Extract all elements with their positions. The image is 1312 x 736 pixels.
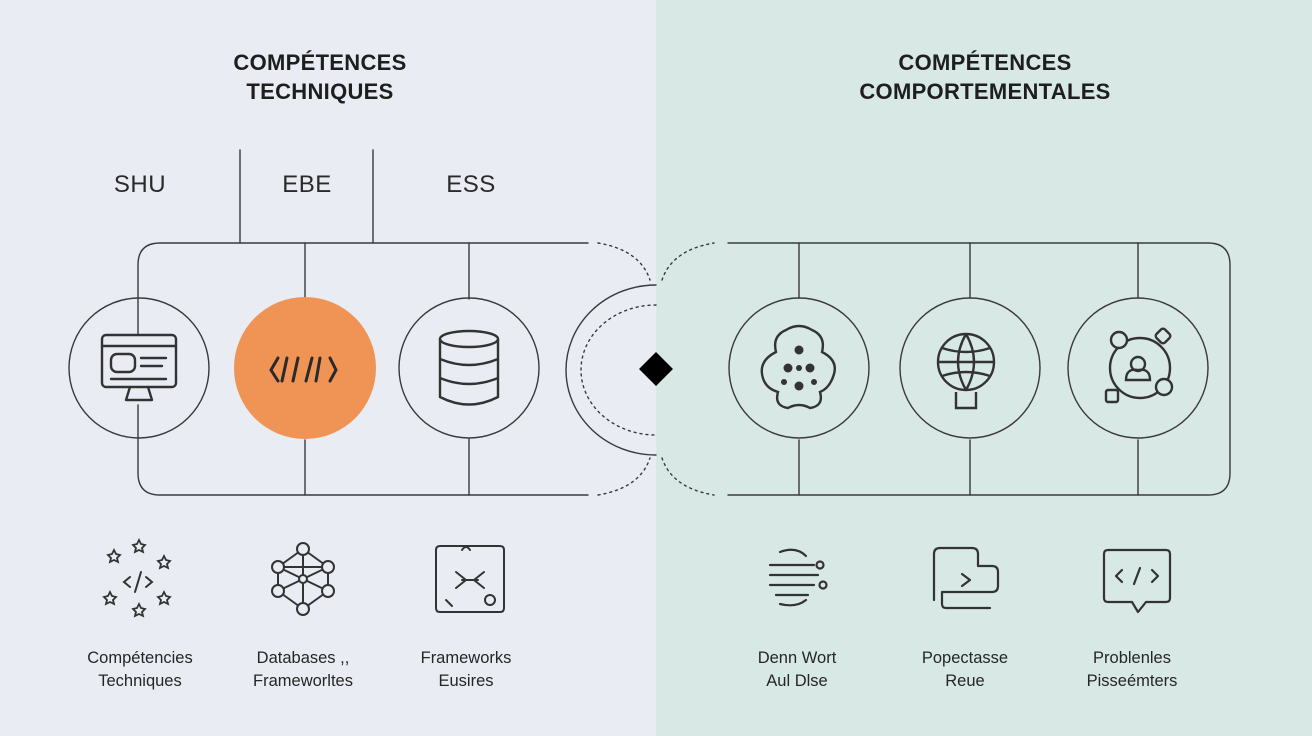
caption-line: Reue — [945, 672, 985, 690]
column-label-shu: SHU — [113, 171, 167, 198]
caption-line: Frameworltes — [253, 672, 353, 690]
caption-item-3: Frameworks Eusires — [376, 647, 556, 693]
caption-item-1: Compétencies Techniques — [50, 647, 230, 693]
computer-monitor-icon — [100, 333, 178, 402]
database-icon — [438, 329, 500, 406]
node-circle-globe — [899, 297, 1041, 439]
caption-line: Frameworks — [420, 649, 512, 667]
left-frame-top — [137, 242, 589, 336]
center-diamond — [639, 352, 673, 386]
right-frame — [727, 242, 1231, 496]
code-stars-icon — [102, 537, 172, 618]
left-title-line2: TECHNIQUES — [246, 79, 394, 104]
collaboration-blob-icon — [760, 324, 836, 410]
left-frame-bottom — [137, 404, 589, 496]
node-circle-collaboration — [728, 297, 870, 439]
caption-line: Eusires — [438, 672, 494, 690]
code-chat-icon — [1102, 548, 1172, 614]
caption-item-2: Databases ,, Frameworltes — [213, 647, 393, 693]
caption-item-5: Popectasse Reue — [875, 647, 1055, 693]
column-label-ebe: EBE — [282, 171, 332, 198]
caption-line: Compétencies — [87, 649, 193, 667]
center-arc — [565, 284, 657, 456]
dotted-arc — [661, 457, 715, 496]
node-circle-code-highlight — [234, 297, 376, 439]
terminal-chat-icon — [932, 546, 1000, 610]
dotted-arc — [661, 242, 715, 281]
caption-line: Databases ,, — [256, 649, 350, 667]
dotted-arc — [597, 457, 651, 496]
code-icon — [269, 356, 338, 383]
left-title-line1: COMPÉTENCES — [233, 50, 407, 75]
team-network-icon — [1104, 327, 1174, 404]
communication-lines-icon — [768, 548, 828, 607]
caption-line: Denn Wort — [757, 649, 837, 667]
node-circle-computer — [68, 297, 210, 439]
node-circle-team — [1067, 297, 1209, 439]
caption-line: Problenles — [1093, 649, 1171, 667]
dotted-arc — [597, 242, 651, 281]
framework-puzzle-icon — [435, 545, 505, 613]
globe-icon — [936, 332, 996, 410]
caption-line: Aul Dlse — [766, 672, 828, 690]
left-title: COMPÉTENCES TECHNIQUES — [170, 48, 470, 106]
caption-line: Pisseémters — [1086, 672, 1178, 690]
network-graph-icon — [271, 542, 335, 616]
right-panel — [656, 0, 1312, 736]
right-title-line1: COMPÉTENCES — [898, 50, 1072, 75]
column-label-ess: ESS — [446, 171, 496, 198]
caption-line: Techniques — [98, 672, 182, 690]
node-circle-database — [398, 297, 540, 439]
right-title: COMPÉTENCES COMPORTEMENTALES — [820, 48, 1150, 106]
caption-item-4: Denn Wort Aul Dlse — [707, 647, 887, 693]
caption-line: Popectasse — [921, 649, 1009, 667]
right-title-line2: COMPORTEMENTALES — [859, 79, 1111, 104]
caption-item-6: Problenles Pisseémters — [1042, 647, 1222, 693]
center-dotted-arc — [580, 304, 657, 436]
